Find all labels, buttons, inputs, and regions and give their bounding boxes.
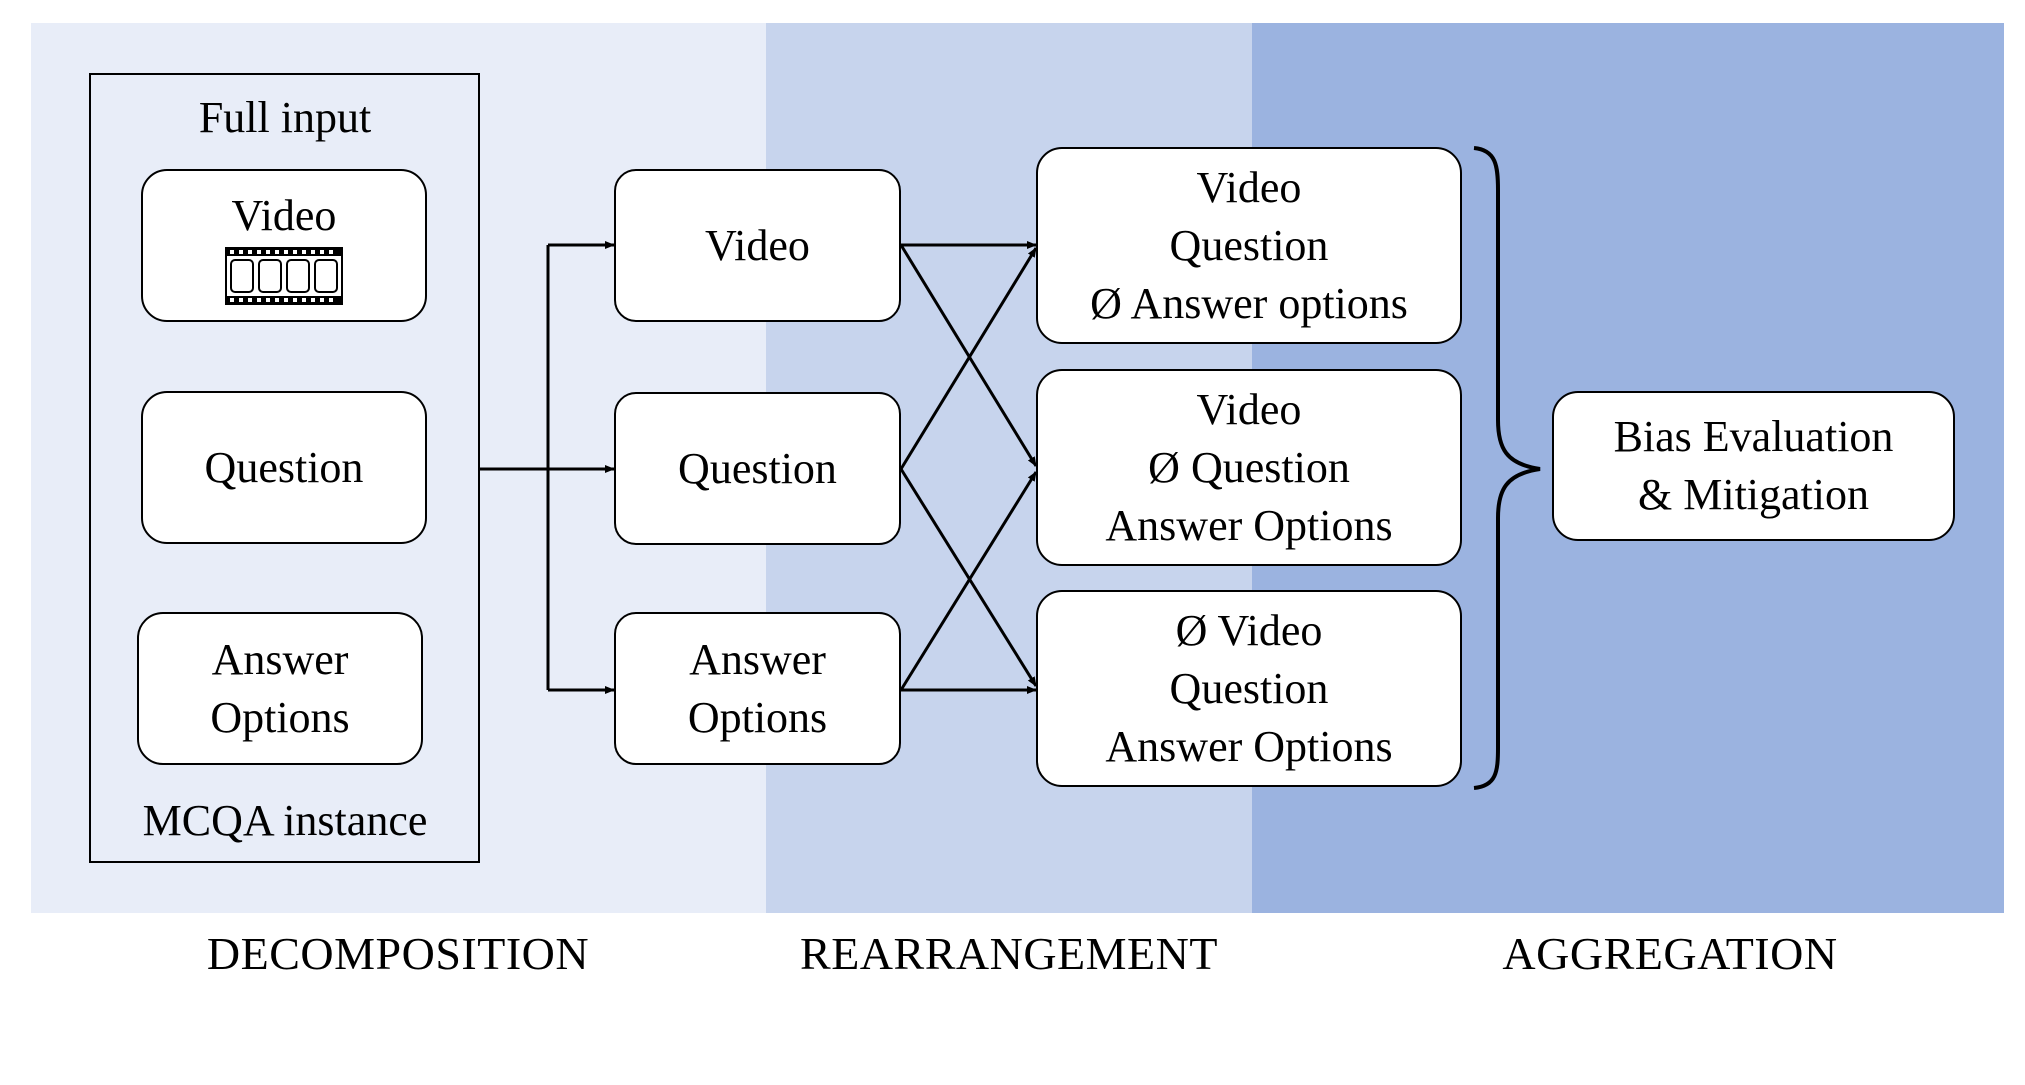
full-input-answer-line1: Answer xyxy=(211,634,349,684)
mcqa-instance-container xyxy=(89,73,480,863)
decomposed-question-box: Question xyxy=(614,392,901,545)
decomposed-video-label: Video xyxy=(705,220,810,270)
film-strip-icon xyxy=(225,246,343,305)
combination-3-line2: Question xyxy=(1169,663,1329,713)
arrow-question-to-combo-1 xyxy=(899,247,1038,470)
mcqa-instance-label: MCQA instance xyxy=(142,796,428,845)
combination-3-line1: Ø Video xyxy=(1175,605,1323,655)
decomposed-video-box: Video xyxy=(614,169,901,322)
aggregation-brace xyxy=(1473,146,1541,790)
full-input-video-box: Video xyxy=(141,169,427,322)
full-input-answer-line2: Options xyxy=(210,692,350,742)
stage-label-decomposition: DECOMPOSITION xyxy=(206,928,590,979)
decomposed-answer-line1: Answer xyxy=(689,634,826,684)
combination-2-line1: Video xyxy=(1196,384,1302,434)
combination-no-video: Ø Video Question Answer Options xyxy=(1036,590,1462,787)
stage-label-rearrangement: REARRANGEMENT xyxy=(800,928,1218,979)
arrow-answer-to-combo-2 xyxy=(899,471,1038,691)
combination-1-line1: Video xyxy=(1196,162,1302,212)
combination-2-line3: Answer Options xyxy=(1105,500,1393,550)
combination-1-line2: Question xyxy=(1169,220,1329,270)
decomposed-question-label: Question xyxy=(678,443,837,493)
combination-3-line3: Answer Options xyxy=(1105,721,1393,771)
full-input-question-box: Question xyxy=(141,391,427,544)
combination-no-question: Video Ø Question Answer Options xyxy=(1036,369,1462,566)
decomposed-answer-options-box: Answer Options xyxy=(614,612,901,765)
full-input-answer-options-box: Answer Options xyxy=(137,612,423,765)
full-input-video-label: Video xyxy=(231,190,337,240)
bias-evaluation-line2: & Mitigation xyxy=(1638,470,1869,519)
arrow-question-to-combo-3 xyxy=(899,468,1038,687)
arrow-video-to-combo-2 xyxy=(899,244,1038,467)
decomposed-answer-line2: Options xyxy=(687,692,828,742)
full-input-title: Full input xyxy=(198,93,372,142)
combination-no-answer-options: Video Question Ø Answer options xyxy=(1036,147,1462,344)
combination-2-line2: Ø Question xyxy=(1148,442,1350,492)
full-input-question-label: Question xyxy=(204,442,364,492)
bias-evaluation-line1: Bias Evaluation xyxy=(1613,412,1894,461)
combination-1-line3: Ø Answer options xyxy=(1090,278,1408,328)
stage-label-aggregation: AGGREGATION xyxy=(1502,928,1838,979)
bias-evaluation-box: Bias Evaluation & Mitigation xyxy=(1552,391,1955,541)
